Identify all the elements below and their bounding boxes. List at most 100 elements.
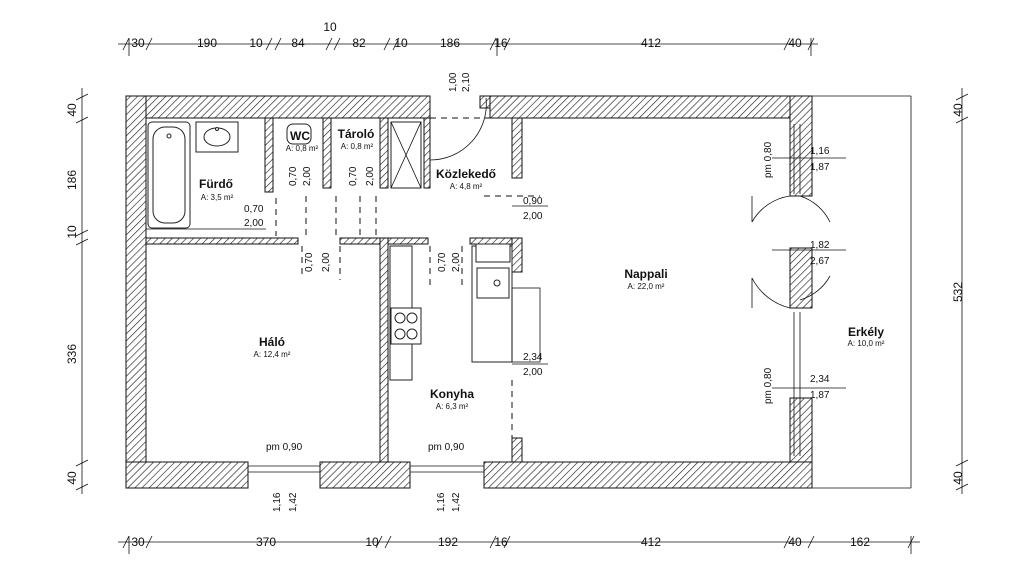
room-kozlekedo-name: Közlekedő bbox=[436, 167, 496, 181]
room-konyha-name: Konyha bbox=[430, 387, 474, 401]
room-nappali-area: A: 22,0 m² bbox=[628, 282, 665, 291]
living-door-height: 2,00 bbox=[523, 211, 543, 222]
wall-door-jamb bbox=[479, 95, 491, 109]
room-erkely-name: Erkély bbox=[848, 325, 884, 339]
dim-top-30: 30 bbox=[131, 36, 145, 50]
wall-bottom-b bbox=[319, 461, 411, 489]
bed-window-height: 1,42 bbox=[288, 492, 299, 512]
kitchen-opening-width: 2,34 bbox=[523, 352, 543, 363]
bottom-dimensions: 30 370 10 192 16 412 40 162 bbox=[131, 535, 870, 549]
room-kozlekedo-area: A: 4,8 m² bbox=[450, 182, 483, 191]
kitchen-opening-height: 2,00 bbox=[523, 367, 543, 378]
wc-bowl bbox=[286, 123, 312, 145]
wc-door-width: 0,70 bbox=[288, 166, 299, 186]
window-bottom-height: 1,87 bbox=[810, 390, 830, 401]
room-furdo-area: A: 3,5 m² bbox=[201, 193, 234, 202]
storage-door-height: 2,00 bbox=[365, 166, 376, 186]
window-top-height: 1,87 bbox=[810, 162, 830, 173]
wall-kitchen-living-top bbox=[511, 117, 523, 179]
entry-door-height: 2,10 bbox=[461, 72, 472, 92]
openings-graphics bbox=[146, 97, 846, 473]
dim-bottom-192: 192 bbox=[438, 535, 458, 549]
dim-left-336: 336 bbox=[65, 344, 79, 364]
dim-top-40: 40 bbox=[788, 36, 802, 50]
bed-door-height: 2,00 bbox=[321, 252, 332, 272]
wall-top-right bbox=[489, 95, 813, 119]
kitchen-door-height: 2,00 bbox=[451, 252, 462, 272]
dim-top-412: 412 bbox=[641, 36, 661, 50]
dim-bottom-412: 412 bbox=[641, 535, 661, 549]
wall-shaft-right bbox=[423, 117, 431, 189]
window-bottom-sill: pm 0,80 bbox=[763, 367, 774, 404]
wall-bath-bed-a bbox=[145, 237, 299, 245]
room-nappali-name: Nappali bbox=[624, 267, 667, 281]
kitchen-window-sill: pm 0,90 bbox=[428, 442, 465, 453]
dim-top-10c: 10 bbox=[394, 36, 408, 50]
dim-left-186: 186 bbox=[65, 170, 79, 190]
dim-bottom-40: 40 bbox=[788, 535, 802, 549]
window-bottom-width: 2,34 bbox=[810, 374, 830, 385]
room-tarolo-name: Tároló bbox=[338, 127, 375, 141]
kitchen-sink bbox=[476, 267, 510, 299]
wall-bottom-c bbox=[483, 461, 813, 489]
kitchen-window-width: 1,16 bbox=[436, 492, 447, 512]
dim-bottom-10: 10 bbox=[365, 535, 379, 549]
wc-door-height: 2,00 bbox=[302, 166, 313, 186]
dim-top-82: 82 bbox=[352, 36, 366, 50]
window-top-width: 1,16 bbox=[810, 146, 830, 157]
kitchen-window-height: 1,42 bbox=[451, 492, 462, 512]
dim-top-16: 16 bbox=[494, 36, 508, 50]
dim-top-190: 190 bbox=[197, 36, 217, 50]
dim-right-532: 532 bbox=[951, 282, 965, 302]
kitchen-counter-right bbox=[471, 245, 513, 363]
room-wc-area: A: 0,8 m² bbox=[286, 144, 319, 153]
bath-door-height: 2,00 bbox=[244, 218, 264, 229]
dim-top-84: 84 bbox=[291, 36, 305, 50]
balcony-door-width: 1,82 bbox=[810, 240, 830, 251]
balcony-door-height: 2,67 bbox=[810, 256, 830, 267]
room-furdo-name: Fürdő bbox=[199, 177, 233, 191]
dim-left-10: 10 bbox=[65, 225, 79, 239]
dim-right-40a: 40 bbox=[951, 103, 965, 117]
bed-window-sill: pm 0,90 bbox=[266, 442, 303, 453]
room-halo-area: A: 12,4 m² bbox=[254, 350, 291, 359]
dim-right-40b: 40 bbox=[951, 471, 965, 485]
left-dimensions: 40 186 10 336 40 bbox=[65, 103, 79, 485]
room-erkely-area: A: 10,0 m² bbox=[848, 339, 885, 348]
entry-door-width: 1,00 bbox=[448, 72, 459, 92]
walls bbox=[125, 95, 813, 489]
storage-door-width: 0,70 bbox=[348, 166, 359, 186]
wall-right-middle bbox=[789, 247, 813, 309]
dim-left-40b: 40 bbox=[65, 471, 79, 485]
opening-labels: 1,00 2,10 0,70 2,00 0,70 2,00 0,70 2,00 … bbox=[244, 72, 830, 512]
dim-top-10a: 10 bbox=[249, 36, 263, 50]
room-konyha-area: A: 6,3 m² bbox=[436, 402, 469, 411]
dim-left-40a: 40 bbox=[65, 103, 79, 117]
dim-bottom-30: 30 bbox=[131, 535, 145, 549]
room-halo-name: Háló bbox=[259, 335, 285, 349]
room-tarolo-area: A: 0,8 m² bbox=[341, 142, 374, 151]
bath-door-width: 0,70 bbox=[244, 204, 264, 215]
dim-bottom-162: 162 bbox=[850, 535, 870, 549]
living-door-width: 0,90 bbox=[523, 196, 543, 207]
top-dimensions: 30 190 10 84 10 82 10 186 16 412 40 bbox=[131, 20, 802, 50]
bed-window-width: 1,16 bbox=[272, 492, 283, 512]
dim-bottom-370: 370 bbox=[256, 535, 276, 549]
room-wc-name: WC bbox=[290, 129, 310, 143]
room-labels: Fürdő A: 3,5 m² WC A: 0,8 m² Tároló A: 0… bbox=[199, 127, 885, 411]
wall-bed-kitchen bbox=[379, 237, 389, 463]
wall-bottom-a bbox=[125, 461, 249, 489]
wall-bath-wc bbox=[264, 117, 274, 193]
dim-top-186: 186 bbox=[440, 36, 460, 50]
bed-door-width: 0,70 bbox=[304, 252, 315, 272]
kitchen-fridge bbox=[475, 243, 511, 263]
dim-bottom-16: 16 bbox=[494, 535, 508, 549]
stove bbox=[390, 307, 422, 345]
wall-wc-storage bbox=[322, 117, 332, 189]
kitchen-door-width: 0,70 bbox=[437, 252, 448, 272]
dimension-lines bbox=[75, 37, 969, 554]
wall-top-left bbox=[125, 95, 431, 119]
wall-kitchen-living-mid bbox=[511, 237, 523, 273]
window-top-sill: pm 0,80 bbox=[763, 141, 774, 178]
